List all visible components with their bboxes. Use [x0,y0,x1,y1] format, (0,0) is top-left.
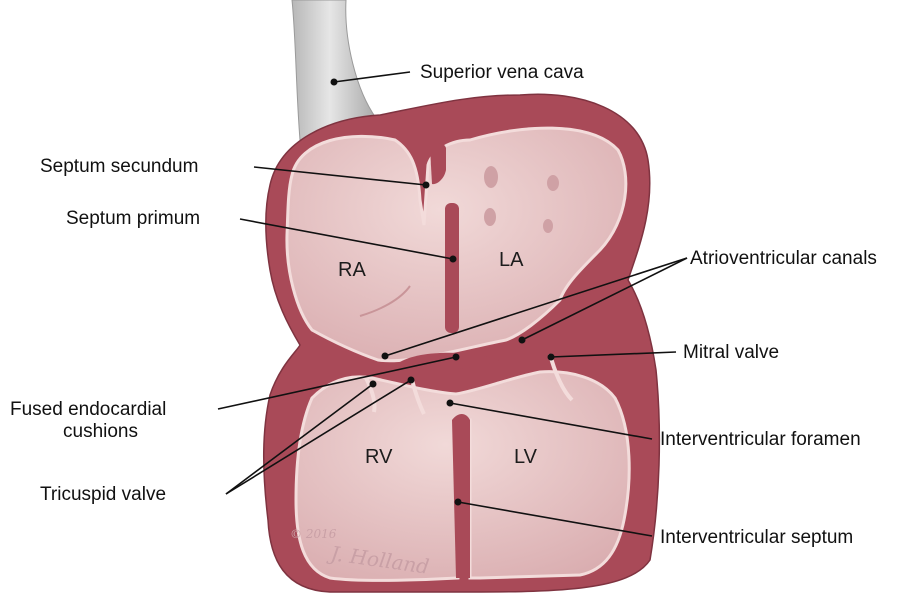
leader-dot-cushions [453,354,460,361]
label-mitral-valve: Mitral valve [683,342,779,363]
label-interventricular-foramen: Interventricular foramen [660,429,861,450]
atrial-detail-2 [547,175,559,191]
leader-dot-septum-primum [450,256,457,263]
chamber-label-lv: LV [514,446,538,468]
artist-signature-year: © 2016 [290,527,337,541]
label-superior-vena-cava: Superior vena cava [420,62,584,83]
label-fused-endocardial-cushions-line1: Fused endocardial [10,399,166,420]
atrial-detail-4 [543,219,553,233]
leader-dot-svc [331,79,338,86]
leader-dot-septum-secundum [423,182,430,189]
chamber-label-ra: RA [338,259,366,281]
leader-dot-tricuspid-right [408,377,415,384]
leader-dot-av-left [519,337,526,344]
leader-dot-tricuspid-left [370,381,377,388]
label-tricuspid-valve: Tricuspid valve [40,484,166,505]
leader-dot-av-right [382,353,389,360]
chamber-label-la: LA [499,249,524,271]
label-septum-primum: Septum primum [66,208,200,229]
leader-dot-septum [455,499,462,506]
label-fused-endocardial-cushions-line2: cushions [63,421,138,442]
label-atrioventricular-canals: Atrioventricular canals [690,248,877,269]
atrial-detail-3 [484,208,496,226]
septum-primum-shape [445,203,459,333]
leader-dot-mitral [548,354,555,361]
leader-dot-foramen [447,400,454,407]
label-interventricular-septum: Interventricular septum [660,527,853,548]
atrial-detail-1 [484,166,498,188]
label-septum-secundum: Septum secundum [40,156,198,177]
chamber-label-rv: RV [365,446,393,468]
